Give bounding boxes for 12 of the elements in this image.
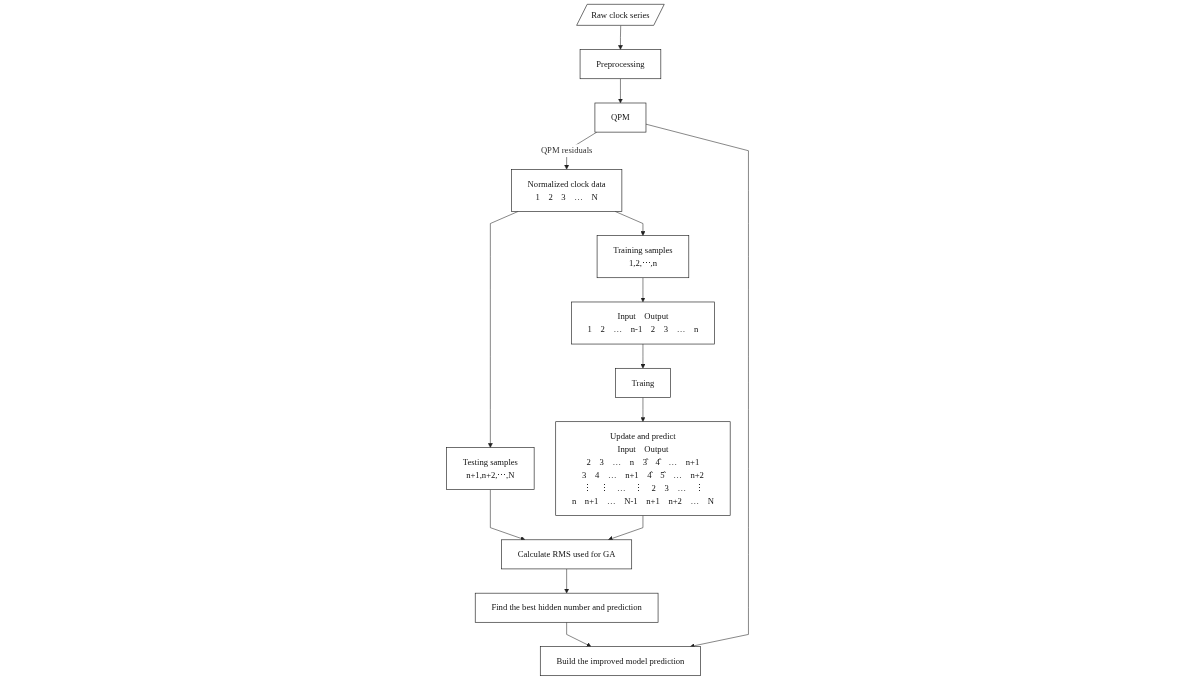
node-box: Calculate RMS used for GA [501, 539, 633, 570]
node-box: QPM [594, 102, 647, 133]
node-box: Preprocessing [579, 49, 662, 80]
node-box: Update and predict Input Output 2 3 … n 3̂ 4̂ … n+1 3 4 … n+1 4̂ 5̂ … n+2 ⋮ ⋮ … ⋮ 2 3 … ⋮ n n+1 … N-1 n+1 n+2 … N [555, 421, 731, 516]
node-box: Input Output 1 2 … n-1 2 3 … n [571, 301, 715, 345]
node-box: Build the improved model prediction [539, 646, 701, 676]
node-box: Traing [615, 368, 671, 398]
node-box: Find the best hidden number and prediction [474, 592, 659, 623]
node-box: Normalized clock data 1 2 3 … N [511, 169, 623, 212]
node-box: Training samples 1,2,⋯,n [596, 235, 690, 279]
edge-label: QPM residuals [540, 145, 593, 156]
node-box: Testing samples n+1,n+2,⋯,N [446, 447, 535, 490]
